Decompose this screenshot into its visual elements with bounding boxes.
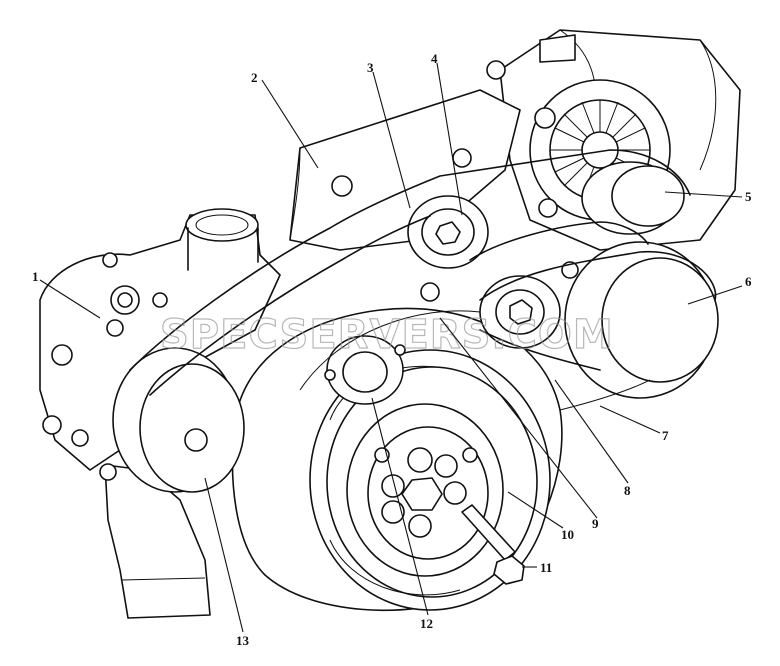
idler-pulley-upper: [407, 195, 489, 269]
small-idler: [324, 335, 406, 405]
tensioner-pulley: [420, 261, 579, 349]
callout-5: 5: [745, 189, 752, 204]
callout-10: 10: [561, 527, 574, 542]
long-bolt-head: [493, 555, 525, 585]
callout-8: 8: [624, 483, 631, 498]
pulley-right: [564, 241, 719, 399]
callout-11: 11: [540, 560, 552, 575]
water-pump-pulley: [112, 347, 245, 493]
pulley-bolts: [374, 447, 478, 538]
callout-6: 6: [745, 274, 752, 289]
leader-lines: [39, 62, 743, 633]
belt-lower-loop: [299, 310, 651, 411]
mounting-bracket: [289, 89, 521, 251]
callout-1: 1: [32, 269, 39, 284]
callout-2: 2: [251, 70, 258, 85]
alternator-pulley: [581, 161, 685, 235]
callout-numbers: 1 2 3 4 5 6 7 8 9 10 11 12 13: [32, 51, 752, 648]
drive-belt: [129, 149, 717, 396]
crankshaft-pulley: [231, 307, 563, 612]
callout-13: 13: [236, 633, 250, 648]
callout-4: 4: [431, 51, 438, 66]
callout-12: 12: [420, 616, 433, 631]
callout-3: 3: [367, 60, 374, 75]
callout-9: 9: [592, 516, 599, 531]
watermark: SPECSERVERS.COM: [160, 312, 614, 358]
callout-7: 7: [662, 428, 669, 443]
